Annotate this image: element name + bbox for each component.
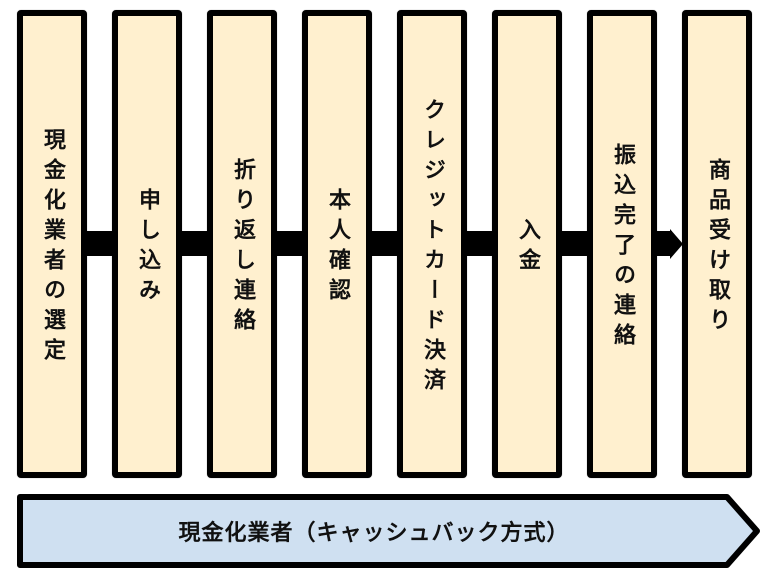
- step-box-7: 振込完了の連絡: [587, 10, 657, 478]
- chevron-arrow-shape-icon: [17, 494, 760, 568]
- step-box-4: 本人確認: [302, 10, 372, 478]
- step-box-1: 現金化業者の選定: [17, 10, 87, 478]
- step-label: 振込完了の連絡: [610, 143, 635, 353]
- category-label: 現金化業者（キャッシュバック方式）: [178, 521, 570, 546]
- step-label: 申し込み: [135, 188, 160, 308]
- step-box-6: 入金: [492, 10, 562, 478]
- step-label: 折り返し連絡: [230, 158, 255, 338]
- step-label: クレジットカード決済: [420, 98, 445, 398]
- step-label: 商品受け取り: [705, 158, 730, 338]
- step-label: 本人確認: [325, 188, 350, 308]
- step-label: 入金: [515, 218, 540, 278]
- step-box-3: 折り返し連絡: [207, 10, 277, 478]
- step-box-2: 申し込み: [112, 10, 182, 478]
- step-box-8: 商品受け取り: [682, 10, 752, 478]
- step-label: 現金化業者の選定: [40, 128, 65, 368]
- flow-arrowhead-icon: [670, 229, 683, 259]
- step-box-5: クレジットカード決済: [397, 10, 467, 478]
- category-arrow-banner: 現金化業者（キャッシュバック方式）: [17, 494, 761, 568]
